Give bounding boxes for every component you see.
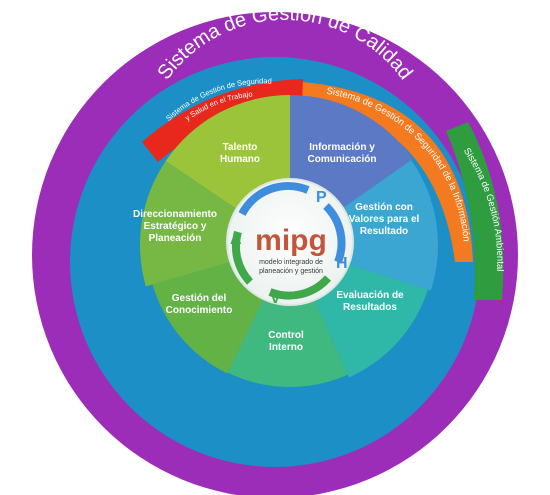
center-disc [226,178,354,306]
dimension-label-talento: Humano [220,154,260,165]
dimension-label-informacion: Comunicación [308,154,377,165]
cycle-arrow-left [232,230,254,285]
dimension-label-conocimiento: Conocimiento [166,305,233,316]
dimension-label-control: Interno [269,342,303,353]
dimension-label-direccionamiento: Planeación [149,233,202,244]
cycle-arrow-top [238,182,310,216]
dimension-label-control: Control [268,330,304,341]
cycle-letter-p: P [316,189,327,206]
cycle-arrow-right [323,203,346,264]
dimension-wedge-control [227,245,348,387]
cycle-letter-h: H [336,255,348,272]
cycle-letter-a: A [230,231,242,248]
cycle-letter-v: V [270,290,281,307]
mipg-caption-line2: planeación y gestión [259,268,323,275]
dimension-label-direccionamiento: Estratégico y [144,221,207,232]
dimension-label-talento: Talento [223,142,258,153]
dimension-label-informacion: Información y [309,142,375,153]
cycle-arrow-bottom [268,275,331,300]
mipg-center: P H V A mipg modelo integrado de planeac… [226,178,354,307]
mipg-caption-line1: modelo integrado de [259,259,323,266]
dimension-label-conocimiento: Gestión del [172,293,227,304]
dimension-label-valores: Valores para el [349,214,420,225]
dimension-label-evaluacion: Evaluación de [336,290,404,301]
dimension-label-valores: Gestión con [355,202,413,213]
mipg-logo: mipg [255,224,327,257]
dimension-label-direccionamiento: Direccionamiento [133,209,217,220]
dimension-wedge-valores [290,160,439,291]
dimension-label-evaluacion: Resultados [343,302,397,313]
ambiental-band-shape [446,122,504,300]
dimension-label-valores: Resultado [360,226,408,237]
